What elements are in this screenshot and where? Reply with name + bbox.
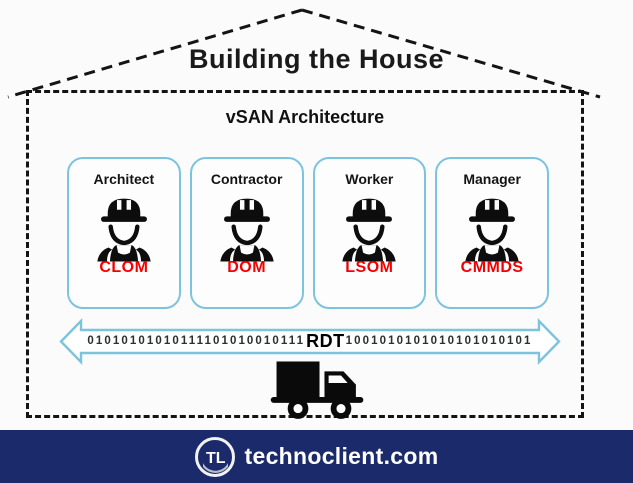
construction-worker-icon (455, 189, 529, 263)
page-title: Building the House (189, 44, 444, 74)
footer-site-text: technoclient.com (244, 443, 439, 469)
construction-worker-icon (87, 189, 161, 263)
footer-brand-bar: TL technoclient.com (0, 430, 633, 483)
role-label: Worker (345, 171, 394, 187)
construction-worker-icon (210, 189, 284, 263)
delivery-truck-icon (268, 359, 376, 421)
roof-outline (7, 8, 601, 99)
logo-monogram: TL (206, 450, 226, 467)
role-label: Contractor (210, 171, 283, 187)
rdt-label: RDT (306, 330, 345, 351)
house-outline: vSAN Architecture Architect CLOM Contrac… (26, 90, 584, 418)
module-label-lsom: LSOM (345, 259, 394, 276)
role-card-manager: Manager CMMDS (435, 157, 549, 309)
role-card-worker: Worker LSOM (312, 157, 427, 309)
construction-worker-icon (332, 189, 406, 263)
role-card-architect: Architect CLOM (67, 157, 181, 309)
module-label-clom: CLOM (99, 259, 149, 276)
role-label: Architect (93, 171, 155, 187)
role-card-contractor: Contractor DOM (189, 157, 304, 309)
diagram-subtitle: vSAN Architecture (225, 107, 385, 127)
role-label: Manager (463, 171, 521, 187)
module-label-dom: DOM (227, 259, 267, 276)
binary-right: 1001010101010101010101 (345, 335, 533, 347)
double-headed-arrow (59, 318, 561, 365)
role-cards-row: Architect CLOM Contractor DOM Worker LSO… (67, 157, 549, 309)
technoclient-logo-icon: TL (194, 436, 235, 477)
binary-left: 01010101010111101010010111 (87, 335, 306, 347)
module-label-cmmds: CMMDS (460, 259, 524, 276)
